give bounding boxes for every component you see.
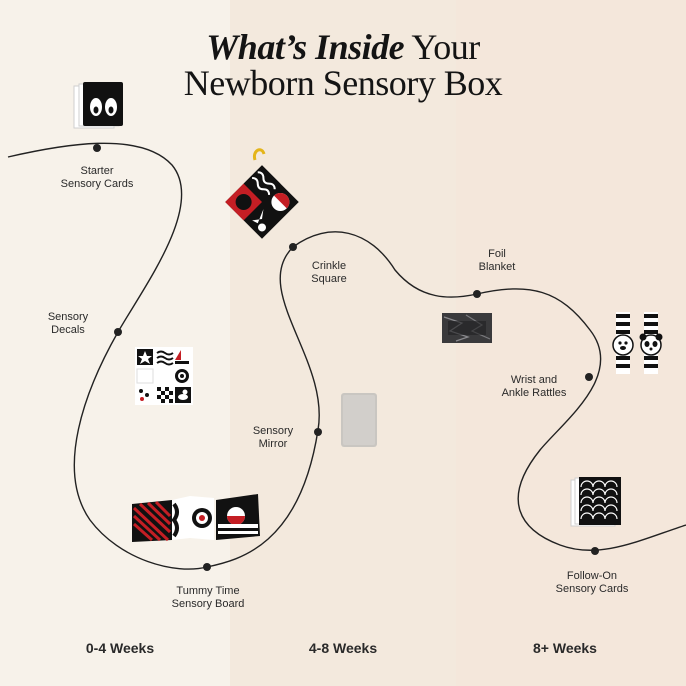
- milestone-label-line: Starter: [80, 165, 114, 177]
- milestone-label-line: Crinkle: [311, 260, 347, 272]
- milestone-label-foil-blanket: Foil Blanket: [479, 248, 516, 274]
- milestone-dot-starter-cards: [93, 144, 101, 152]
- timeline-line: [7, 142, 686, 570]
- milestone-label-line: Sensory Cards: [555, 583, 629, 595]
- week-label-4-8: 4-8 Weeks: [308, 640, 378, 656]
- milestone-label-line: Blanket: [478, 261, 516, 273]
- week-label-0-4: 0-4 Weeks: [85, 640, 155, 656]
- milestone-label-line: Sensory Cards: [60, 178, 134, 190]
- crinkle-square-image: [225, 148, 299, 239]
- milestone-label-line: Sensory Board: [171, 598, 245, 610]
- milestone-label-tummy-time-board: Tummy Time Sensory Board: [172, 585, 245, 611]
- milestone-label-line: Sensory: [252, 425, 294, 437]
- wrist-ankle-rattles-image: [612, 312, 663, 374]
- milestone-label-line: Foil: [488, 248, 506, 260]
- page-title-line-2: Newborn Sensory Box: [183, 63, 503, 103]
- week-label-8-plus: 8+ Weeks: [533, 640, 597, 656]
- sensory-mirror-image: [341, 393, 377, 447]
- milestone-label-follow-on-cards: Follow-On Sensory Cards: [556, 570, 629, 596]
- title-rest-part: Your: [404, 27, 480, 67]
- milestone-label-sensory-mirror: Sensory Mirror: [253, 425, 293, 451]
- starter-sensory-cards-image: [73, 82, 123, 129]
- milestone-dot-sensory-decals: [114, 328, 122, 336]
- milestone-label-line: Ankle Rattles: [501, 387, 567, 399]
- milestone-label-starter-cards: Starter Sensory Cards: [61, 165, 134, 191]
- milestone-label-sensory-decals: Sensory Decals: [48, 311, 88, 337]
- sensory-decals-image: [135, 347, 193, 405]
- milestone-label-line: Square: [311, 273, 347, 285]
- milestone-dot-tummy-time-board: [203, 563, 211, 571]
- milestone-dot-follow-on-cards: [591, 547, 599, 555]
- milestone-label-crinkle-square: Crinkle Square: [311, 260, 346, 286]
- follow-on-sensory-cards-image: [570, 477, 621, 527]
- milestone-label-line: Wrist and: [510, 374, 558, 386]
- milestone-label-line: Tummy Time: [176, 585, 240, 597]
- foil-blanket-image: [442, 313, 492, 343]
- milestone-label-line: Mirror: [258, 438, 288, 450]
- page-title-line-1: What’s Inside Your: [0, 28, 686, 66]
- tummy-time-sensory-board-image: [132, 494, 260, 542]
- milestone-dot-rattles: [585, 373, 593, 381]
- milestone-dot-sensory-mirror: [314, 428, 322, 436]
- milestone-dot-crinkle-square: [289, 243, 297, 251]
- background-band-4-8-weeks: [230, 0, 456, 686]
- title-italic-part: What’s Inside: [206, 27, 405, 67]
- milestone-label-line: Follow-On: [566, 570, 618, 582]
- milestone-label-line: Sensory: [47, 311, 89, 323]
- milestone-label-line: Decals: [51, 324, 85, 336]
- milestone-label-rattles: Wrist and Ankle Rattles: [502, 374, 567, 400]
- milestone-dot-foil-blanket: [473, 290, 481, 298]
